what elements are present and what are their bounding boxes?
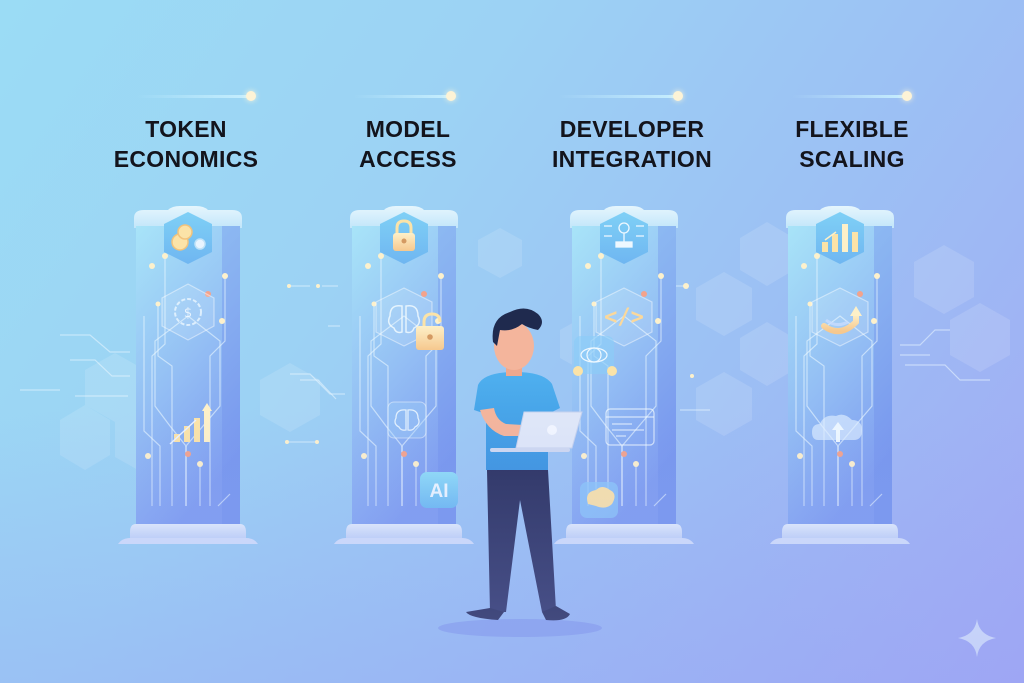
header-accent-dot	[246, 91, 256, 101]
laptop-base	[490, 448, 570, 452]
left-shoe	[466, 608, 504, 620]
cloud-upload-icon	[812, 414, 862, 442]
header-accent-line	[558, 95, 676, 98]
header-accent-line	[136, 95, 248, 98]
column-model-access: MODEL ACCESS	[298, 0, 518, 683]
pillar-model-access: AI	[333, 205, 475, 545]
globe-orbit-icon	[574, 336, 614, 374]
face	[494, 322, 534, 370]
title-line-2: ACCESS	[359, 146, 457, 172]
title-line-1: FLEXIBLE	[795, 116, 909, 142]
curved-arrow-icon	[821, 311, 859, 335]
unlocked-padlock-icon	[416, 312, 444, 350]
header-accent-dot	[902, 91, 912, 101]
header-accent-line	[792, 95, 904, 98]
title-line-2: ECONOMICS	[113, 146, 259, 172]
code-window-icon	[605, 408, 655, 446]
brain-chip-icon	[387, 401, 427, 439]
column-flexible-scaling: FLEXIBLE SCALING	[742, 0, 962, 683]
column-title: DEVELOPER INTEGRATION	[522, 114, 742, 174]
code-brackets-icon: </>	[604, 305, 644, 330]
header-accent-line	[353, 95, 448, 98]
hexagon-pattern	[60, 222, 1010, 474]
dollar-gear-icon	[161, 283, 215, 341]
padlock-icon	[393, 219, 415, 251]
title-line-2: INTEGRATION	[551, 146, 713, 172]
ai-badge-icon	[420, 472, 458, 508]
svg-text:$: $	[184, 306, 192, 321]
column-token-economics: TOKEN ECONOMICS	[76, 0, 296, 683]
developer-character	[438, 308, 602, 637]
pillar-flexible-scaling	[769, 205, 911, 545]
header-accent-dot	[446, 91, 456, 101]
brain-icon	[387, 304, 421, 334]
column-title: FLEXIBLE SCALING	[742, 114, 962, 174]
header-accent-dot	[673, 91, 683, 101]
circuit-traces	[20, 285, 990, 443]
column-title: MODEL ACCESS	[298, 114, 518, 174]
title-line-2: SCALING	[799, 146, 905, 172]
right-shoe	[542, 606, 570, 621]
floor-shadow	[438, 619, 602, 637]
pants	[487, 470, 556, 612]
column-title: TOKEN ECONOMICS	[76, 114, 296, 174]
pillar-token-economics: $	[117, 205, 259, 545]
growth-chart-icon	[169, 403, 212, 445]
title-line-1: MODEL	[365, 116, 451, 142]
pillar-developer-integration: </>	[553, 205, 695, 545]
title-line-1: DEVELOPER	[559, 116, 705, 142]
title-line-1: TOKEN	[145, 116, 227, 142]
hair	[492, 308, 542, 346]
ai-badge-text: AI	[430, 481, 449, 502]
column-developer-integration: DEVELOPER INTEGRATION	[522, 0, 742, 683]
sparkle-icon	[958, 619, 996, 657]
